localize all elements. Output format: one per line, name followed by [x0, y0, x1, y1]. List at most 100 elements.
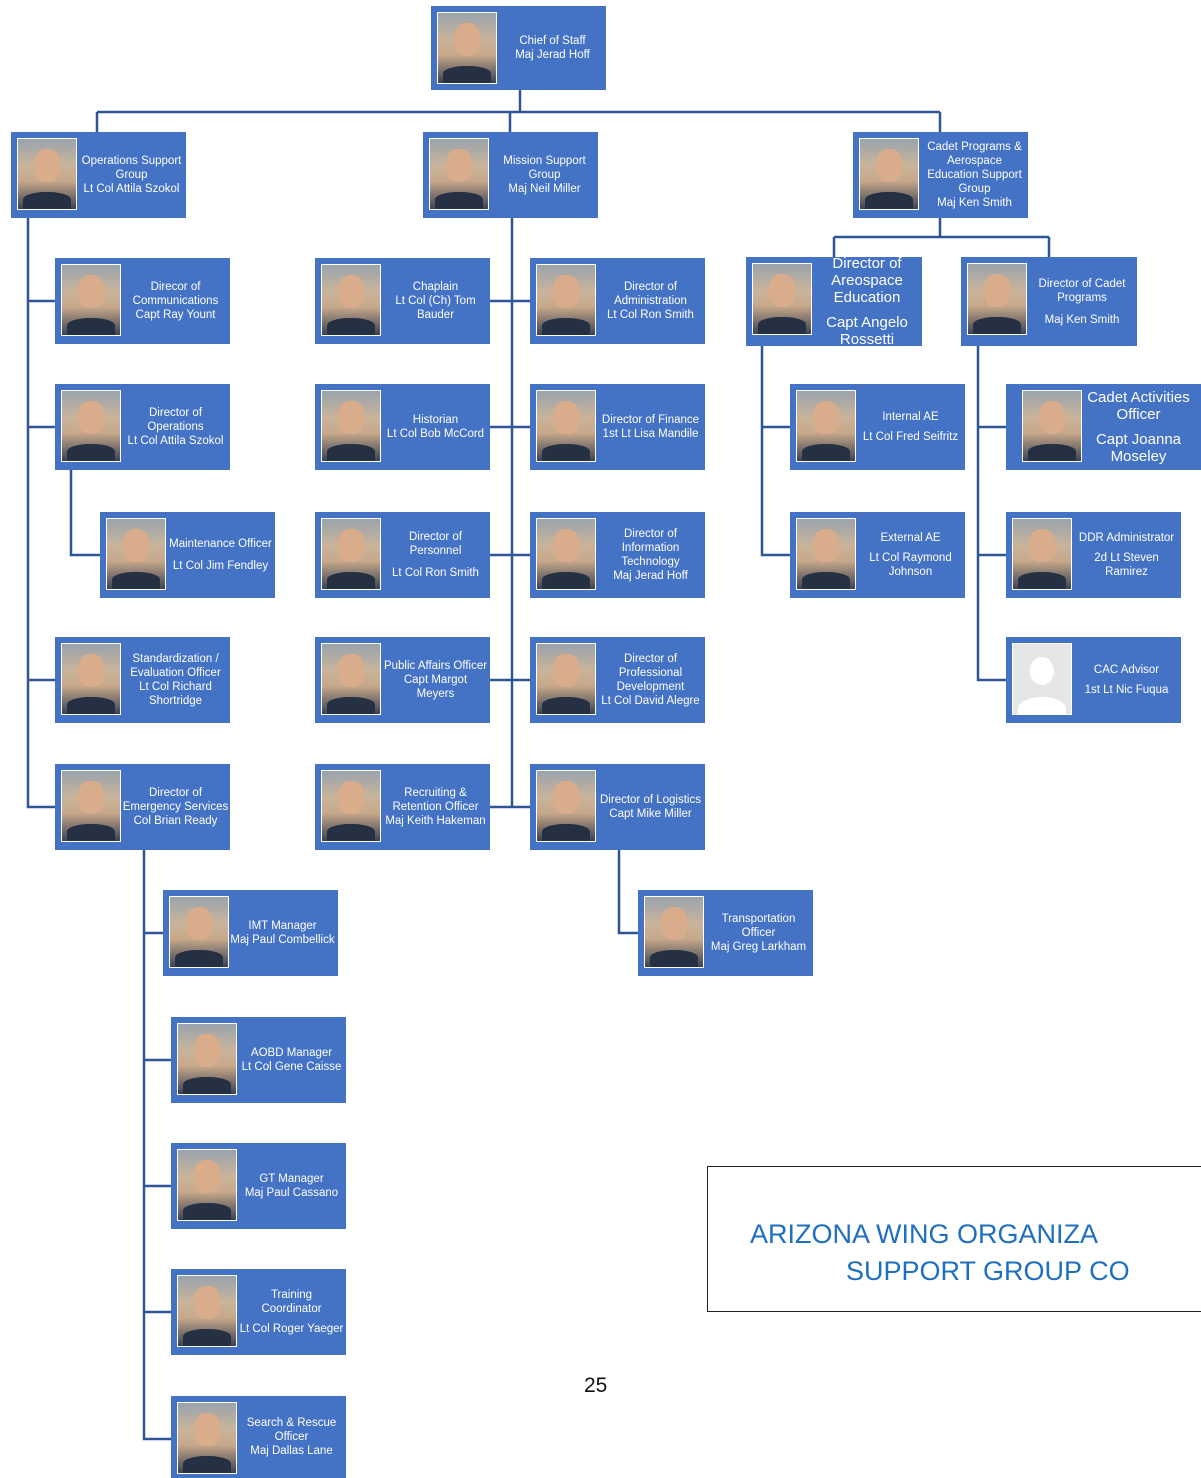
card-name: Lt Col Ron Smith	[607, 309, 694, 321]
card-title: Director of Logistics	[600, 794, 701, 806]
card-title: Maintenance Officer	[169, 538, 272, 550]
placeholder-portrait	[1012, 643, 1072, 715]
portrait-photo	[644, 896, 704, 968]
page-number: 25	[584, 1374, 608, 1397]
title-frame	[707, 1166, 1201, 1312]
card-title: Director of Professional Development	[616, 653, 685, 693]
card-title: Recruiting & Retention Officer	[392, 787, 479, 813]
card-title: Standardization / Evaluation Officer	[130, 653, 221, 679]
cadet-programs-support-group-card: Cadet Programs & Aerospace Education Sup…	[853, 132, 1028, 218]
card-title: IMT Manager	[248, 920, 317, 932]
card-title: GT Manager	[259, 1173, 324, 1185]
operations-group-connector	[26, 218, 55, 809]
chart-title: ARIZONA WING ORGANIZA SUPPORT GROUP CO	[750, 1216, 1130, 1290]
card-name: Maj Ken Smith	[937, 197, 1012, 209]
card-name: Maj Neil Miller	[508, 183, 581, 195]
card-name: Lt Col Raymond Johnson	[869, 552, 952, 578]
portrait-photo	[1022, 390, 1082, 462]
card-title: Director of Finance	[601, 414, 700, 426]
chief-to-groups-connector	[95, 90, 942, 132]
portrait-photo	[61, 390, 121, 462]
card-name: Capt Ray Yount	[135, 309, 216, 321]
card-name: Maj Paul Combellick	[230, 934, 335, 946]
portrait-photo	[169, 896, 229, 968]
card-name: Maj Ken Smith	[1044, 313, 1120, 326]
card-title: Director of Emergency Services	[122, 787, 229, 813]
card-title: Training Coordinator	[261, 1289, 322, 1315]
card-name: Lt Col Roger Yaeger	[239, 1323, 344, 1335]
internal-ae-card: Internal AE Lt Col Fred Seifritz	[790, 384, 965, 470]
portrait-photo	[177, 1023, 237, 1095]
card-title: Director of Information Technology	[621, 528, 680, 568]
portrait-photo	[106, 518, 166, 590]
director-finance-card: Director of Finance 1st Lt Lisa Mandile	[530, 384, 705, 470]
chart-title-line1: ARIZONA WING ORGANIZA	[750, 1219, 1099, 1249]
card-name: Lt Col Jim Fendley	[172, 560, 269, 572]
card-name: Maj Greg Larkham	[710, 941, 807, 953]
card-name: Lt Col Attila Szokol	[83, 183, 180, 195]
card-name: Lt Col Fred Seifritz	[862, 431, 959, 443]
card-title: Director of Personnel	[408, 531, 463, 557]
operations-support-group-card: Operations Support Group Lt Col Attila Sz…	[11, 132, 186, 218]
external-ae-card: External AE Lt Col Raymond Johnson	[790, 512, 965, 598]
portrait-photo	[321, 518, 381, 590]
card-title: Transportation Officer	[721, 913, 796, 939]
portrait-photo	[536, 390, 596, 462]
card-name: 1st Lt Lisa Mandile	[602, 428, 699, 440]
portrait-photo	[437, 12, 497, 84]
portrait-photo	[321, 390, 381, 462]
card-name: Capt Angelo Rossetti	[826, 314, 908, 346]
card-title: Cadet Activities Officer	[1087, 389, 1190, 423]
card-name: Lt Col Attila Szokol	[127, 435, 224, 447]
emergency-services-connector	[142, 850, 171, 1441]
card-title: Internal AE	[882, 411, 939, 423]
cadet-programs-connector	[976, 346, 1006, 682]
card-name: Lt Col David Alegre	[601, 695, 700, 707]
card-name: Lt Col Richard Shortridge	[139, 681, 212, 707]
director-professional-development-card: Director of Professional Development Lt C…	[530, 637, 705, 723]
portrait-photo	[61, 264, 121, 336]
card-title: AOBD Manager	[250, 1047, 333, 1059]
card-name: 2d Lt Steven Ramirez	[1094, 552, 1159, 578]
mission-group-connector	[490, 218, 530, 809]
card-name: Col Brian Ready	[133, 815, 218, 827]
card-name: Capt Margot Meyers	[403, 674, 468, 700]
card-name: 1st Lt Nic Fuqua	[1084, 684, 1169, 696]
portrait-photo	[17, 138, 77, 210]
card-title: Director of Areospace Education	[831, 257, 903, 306]
portrait-photo	[1012, 518, 1072, 590]
card-name: Lt Col (Ch) Tom Bauder	[395, 295, 476, 321]
card-name: Maj Dallas Lane	[250, 1445, 333, 1457]
training-coordinator-card: Training Coordinator Lt Col Roger Yaeger	[171, 1269, 346, 1355]
card-name: Maj Jerad Hoff	[613, 570, 688, 582]
card-title: Public Affairs Officer	[383, 660, 488, 672]
card-title: Operations Support Group	[81, 155, 182, 181]
logistics-connector	[617, 850, 638, 935]
card-title: External AE	[880, 532, 941, 544]
portrait-photo	[61, 770, 121, 842]
portrait-photo	[536, 264, 596, 336]
card-title: Director of Cadet Programs	[1038, 277, 1126, 304]
card-title: Cadet Programs & Aerospace Education Sup…	[927, 141, 1022, 195]
card-name: Maj Paul Cassano	[244, 1187, 339, 1199]
